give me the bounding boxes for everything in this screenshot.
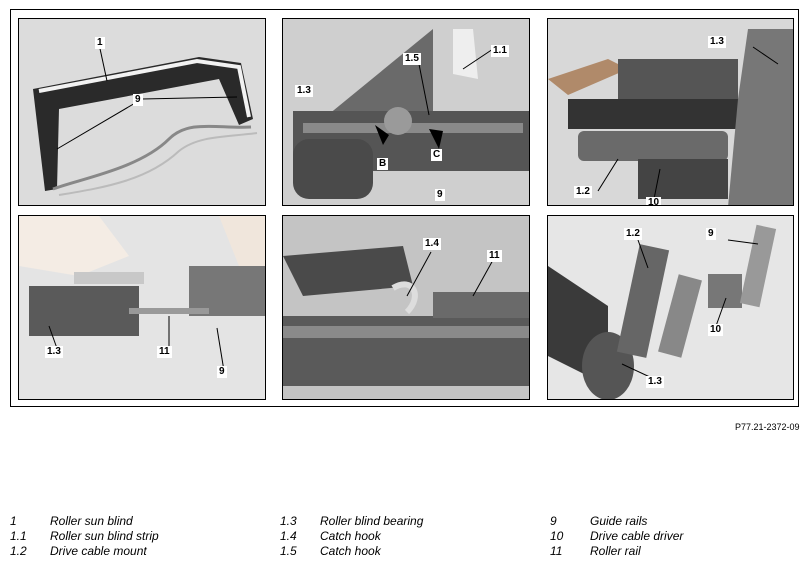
photo-panel-3: 1.3 1.2 10 [547, 18, 794, 206]
legend-label: Guide rails [590, 514, 648, 528]
callout-label: 11 [487, 250, 502, 262]
legend-number: 1.2 [10, 544, 27, 558]
legend-item: 10 Drive cable driver [550, 529, 683, 544]
photo-panel-6: 1.2 9 10 1.3 [547, 215, 794, 400]
legend-label: Catch hook [320, 544, 381, 558]
photo-panel-1: 1 9 [18, 18, 266, 206]
callout-label: 1.4 [423, 238, 441, 250]
legend-item: 9 Guide rails [550, 514, 683, 529]
legend-label: Catch hook [320, 529, 381, 543]
legend-label: Roller sun blind strip [50, 529, 159, 543]
callout-label: C [431, 149, 443, 161]
legend-column-3: 9 Guide rails 10 Drive cable driver 11 Roll… [550, 514, 683, 559]
legend-label: Roller blind bearing [320, 514, 424, 528]
callout-label: 10 [646, 197, 662, 205]
legend-number: 1.5 [280, 544, 297, 558]
legend-number: 1 [10, 514, 17, 528]
callout-label: 1.5 [403, 53, 421, 65]
callout-label: B [377, 158, 389, 170]
legend-label: Drive cable driver [590, 529, 684, 543]
callout-label: 10 [708, 324, 724, 336]
callout-label: 1.2 [574, 186, 592, 198]
callout-label: 1.1 [491, 45, 509, 57]
callout-label: 1.3 [295, 85, 313, 97]
legend-item: 1.2 Drive cable mount [10, 544, 159, 559]
callout-label: 1.3 [708, 36, 726, 48]
legend-item: 1 Roller sun blind [10, 514, 159, 529]
legend-item: 11 Roller rail [550, 544, 683, 559]
legend-number: 1.1 [10, 529, 27, 543]
legend-item: 1.3 Roller blind bearing [280, 514, 423, 529]
photo-panel-4: 1.3 11 9 [18, 215, 266, 400]
callout-label: 11 [157, 346, 172, 358]
legend-item: 1.5 Catch hook [280, 544, 423, 559]
legend-number: 1.4 [280, 529, 297, 543]
callout-label: 1.2 [624, 228, 642, 240]
callout-label: 9 [706, 228, 716, 240]
legend-number: 9 [550, 514, 557, 528]
legend-column-1: 1 Roller sun blind 1.1 Roller sun blind st… [10, 514, 159, 559]
legend-number: 11 [550, 544, 563, 558]
callout-label: 1 [95, 37, 105, 49]
callout-label: 9 [435, 189, 445, 201]
legend-number: 1.3 [280, 514, 297, 528]
legend-label: Roller sun blind [50, 514, 133, 528]
callout-label: 9 [133, 94, 143, 106]
legend-label: Roller rail [590, 544, 641, 558]
callout-label: 1.3 [45, 346, 63, 358]
callout-label: 1.3 [646, 376, 664, 388]
photo-panel-2: 1.5 1.1 1.3 B C 9 [282, 18, 530, 206]
callout-label: 9 [217, 366, 227, 378]
photo-panel-5: 1.4 11 [282, 215, 530, 400]
legend-item: 1.1 Roller sun blind strip [10, 529, 159, 544]
legend-label: Drive cable mount [50, 544, 147, 558]
figure-reference: P77.21-2372-09 [735, 422, 800, 432]
legend-item: 1.4 Catch hook [280, 529, 423, 544]
legend-number: 10 [550, 529, 564, 543]
figure-frame: 1 9 1.5 1.1 1.3 B C 9 [10, 9, 799, 407]
